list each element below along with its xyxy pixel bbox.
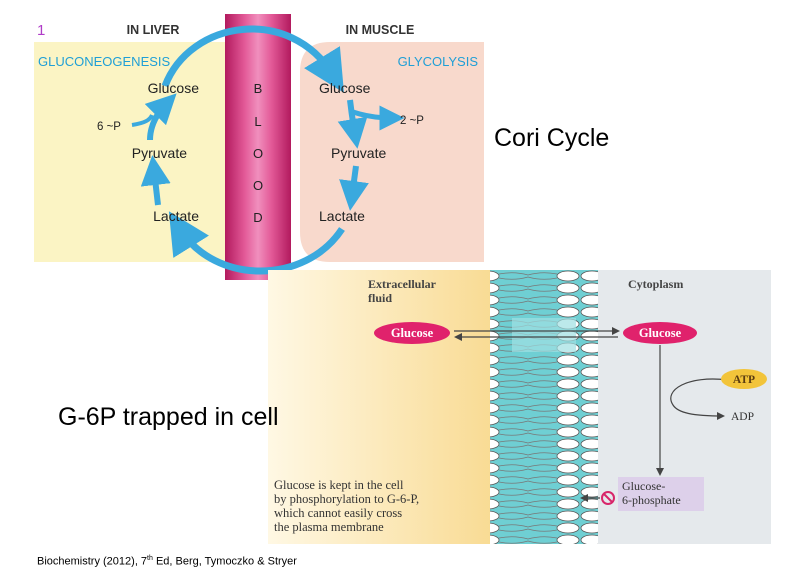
blood-letter: O: [253, 146, 263, 161]
blood-letter: B: [254, 81, 263, 96]
liver-panel: [34, 42, 228, 262]
liver-energy-label: 6 ~P: [97, 121, 121, 133]
glucose-transporter: [512, 318, 576, 352]
cori-cycle-title: Cori Cycle: [494, 124, 610, 152]
muscle-energy-arrow: [352, 105, 405, 131]
adp-label: ADP: [731, 411, 754, 423]
blood-vessel: [225, 14, 291, 280]
muscle-process-label: GLYCOLYSIS: [398, 54, 479, 69]
liver-lactate-label: Lactate: [153, 208, 199, 224]
extracellular-label: Extracellular: [368, 277, 437, 291]
liver-energy-arrow: [131, 114, 154, 127]
membrane-lipid-bilayer: [490, 270, 598, 544]
caption-line: the plasma membrane: [274, 520, 384, 534]
glucose-extracellular-pill: [374, 322, 450, 344]
blood-letter: L: [254, 114, 261, 129]
liver-process-label: GLUCONEOGENESIS: [38, 54, 171, 69]
cori-cycle-diagram: IN LIVER IN MUSCLE GLUCONEOGENESIS GLYCO…: [34, 14, 484, 280]
muscle-lactate-label: Lactate: [319, 208, 365, 224]
muscle-header: IN MUSCLE: [346, 23, 415, 37]
extracellular-label: fluid: [368, 291, 392, 305]
slide-number: 1: [37, 22, 46, 39]
extracellular-region: [268, 270, 508, 544]
muscle-panel: [300, 42, 484, 262]
liver-header: IN LIVER: [127, 23, 180, 37]
g6p-trapped-diagram: Extracellular fluid Cytoplasm Glucose Gl…: [268, 270, 771, 544]
liver-glucose-label: Glucose: [148, 80, 200, 96]
glucose-cytoplasm-label: Glucose: [639, 326, 682, 340]
atp-adp-arrow: [670, 378, 729, 420]
citation: Biochemistry (2012), 7th Ed, Berg, Tymoc…: [37, 555, 297, 568]
bottom-cycle-arrow: [168, 211, 345, 275]
muscle-pyruvate-label: Pyruvate: [331, 145, 386, 161]
g6p-label-line2: 6-phosphate: [622, 493, 681, 507]
liver-pyruvate-label: Pyruvate: [132, 145, 187, 161]
glucose-extracellular-label: Glucose: [391, 326, 434, 340]
muscle-energy-label: 2 ~P: [400, 115, 424, 127]
atp-label: ATP: [733, 374, 755, 386]
muscle-pyruvate-to-lactate-arrow: [339, 165, 369, 211]
liver-pyruvate-to-glucose-arrow: [144, 93, 177, 141]
muscle-glucose-label: Glucose: [319, 80, 371, 96]
g6p-box: [618, 477, 704, 511]
caption-line: Glucose is kept in the cell: [274, 478, 404, 492]
cytoplasm-label: Cytoplasm: [628, 277, 683, 291]
atp-pill: [721, 369, 767, 389]
glucose-cytoplasm-pill: [623, 322, 697, 344]
caption-line: which cannot easily cross: [274, 506, 402, 520]
blocked-icon: [601, 491, 615, 505]
top-cycle-arrow: [161, 25, 345, 93]
caption-line: by phosphorylation to G-6-P,: [274, 492, 419, 506]
muscle-glucose-to-pyruvate-arrow: [337, 99, 368, 149]
blood-letter: O: [253, 178, 263, 193]
g6p-label-line1: Glucose-: [622, 479, 665, 493]
citation-sup: th: [147, 555, 153, 562]
g6p-title: G-6P trapped in cell: [58, 403, 279, 431]
liver-lactate-to-pyruvate-arrow: [140, 155, 171, 206]
blood-letter: D: [253, 210, 262, 225]
citation-suffix: Ed, Berg, Tymoczko & Stryer: [152, 555, 297, 568]
citation-prefix: Biochemistry (2012), 7: [37, 555, 148, 568]
